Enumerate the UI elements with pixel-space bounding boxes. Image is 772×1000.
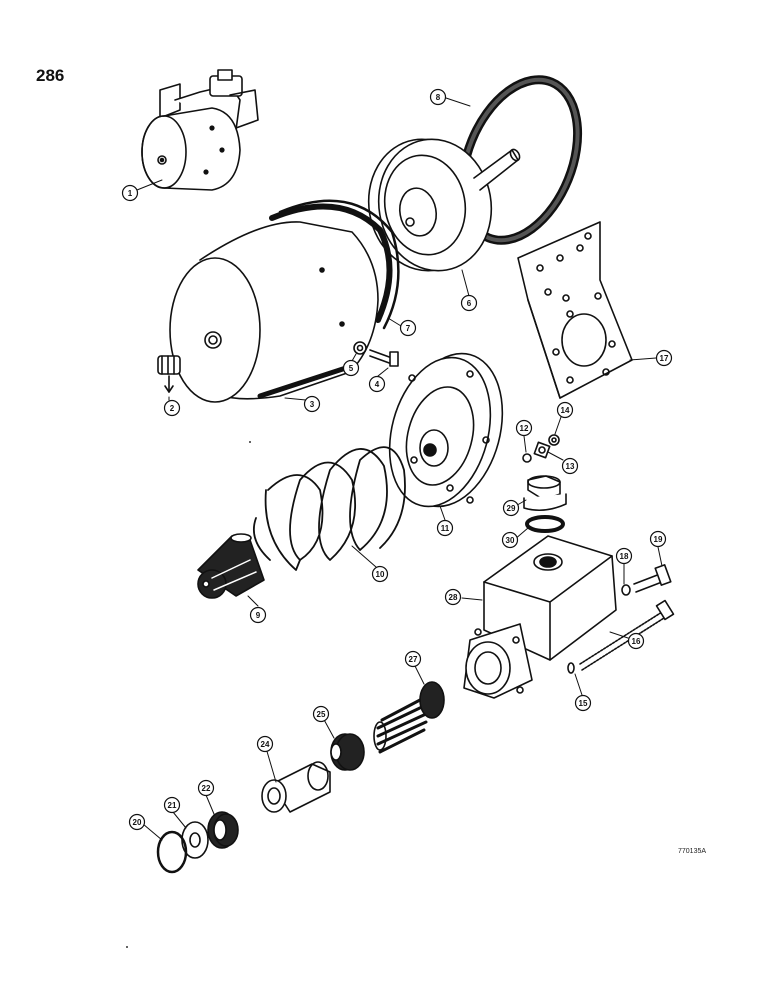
bolt-19-part bbox=[621, 564, 672, 596]
callout-19-circle bbox=[649, 530, 667, 548]
plug-part bbox=[157, 355, 181, 393]
booster-assembly-part bbox=[141, 69, 259, 191]
callout-22-label: 22 bbox=[202, 784, 211, 793]
callout-6-label: 6 bbox=[467, 299, 472, 308]
callout-7-label: 7 bbox=[406, 324, 411, 333]
callout-7-circle bbox=[399, 319, 417, 337]
scan-speck bbox=[126, 946, 128, 948]
callout-16-circle bbox=[627, 632, 645, 650]
callout-12-circle bbox=[515, 419, 533, 437]
callout-14-label: 14 bbox=[561, 406, 570, 415]
callout-27-circle bbox=[404, 650, 422, 668]
callout-24-circle bbox=[256, 735, 274, 753]
callout-22-circle bbox=[197, 779, 215, 797]
callout-10-label: 10 bbox=[376, 570, 385, 579]
callout-20-label: 20 bbox=[133, 818, 142, 827]
callout-5-circle bbox=[342, 359, 360, 377]
callout-18-label: 18 bbox=[620, 552, 629, 561]
callout-29-circle bbox=[502, 499, 520, 517]
piston-24-part bbox=[261, 761, 331, 813]
callout-10-circle bbox=[371, 565, 389, 583]
callout-25-circle bbox=[312, 705, 330, 723]
callout-17-label: 17 bbox=[660, 354, 669, 363]
callout-12-label: 12 bbox=[520, 424, 529, 433]
coil-spring-part bbox=[252, 446, 406, 571]
callout-2-label: 2 bbox=[170, 404, 175, 413]
callout-8-circle bbox=[429, 88, 447, 106]
callout-21-label: 21 bbox=[168, 801, 177, 810]
mounting-bracket-part bbox=[517, 221, 633, 399]
callout-21-circle bbox=[163, 796, 181, 814]
diaphragm-ring-part bbox=[457, 75, 583, 245]
seal-22-part bbox=[207, 811, 239, 849]
callout-24-label: 24 bbox=[261, 740, 270, 749]
callout-2-circle bbox=[163, 399, 181, 417]
callout-1-circle bbox=[121, 184, 139, 202]
piston-spring-part bbox=[373, 681, 445, 754]
end-housing-part bbox=[388, 352, 504, 508]
snap-ring-20-part bbox=[156, 830, 188, 874]
callout-14-circle bbox=[556, 401, 574, 419]
callout-17-circle bbox=[655, 349, 673, 367]
filler-cap-part bbox=[523, 475, 567, 512]
long-bolt-16-part bbox=[567, 599, 675, 674]
callout-15-label: 15 bbox=[579, 699, 588, 708]
cylinder-seal-part bbox=[269, 199, 400, 330]
callout-labels: 1 2 3 4 5 6 7 8 9 10 11 12 13 14 15 16 1… bbox=[128, 93, 669, 827]
cup-seal-25-part bbox=[330, 733, 365, 771]
callout-28-circle bbox=[444, 588, 462, 606]
callout-5-label: 5 bbox=[349, 364, 354, 373]
page-number: 286 bbox=[36, 66, 65, 85]
callout-27-label: 27 bbox=[409, 655, 418, 664]
drawing-code: 770135A bbox=[678, 848, 707, 855]
master-cylinder-body-part bbox=[463, 535, 617, 699]
callout-30-circle bbox=[501, 531, 519, 549]
gasket-part bbox=[525, 515, 565, 533]
cylinder-shell-part bbox=[169, 221, 379, 403]
callout-4-circle bbox=[368, 375, 386, 393]
callout-11-label: 11 bbox=[441, 524, 450, 533]
callout-9-circle bbox=[249, 606, 267, 624]
callout-13-circle bbox=[561, 457, 579, 475]
callout-30-label: 30 bbox=[506, 536, 515, 545]
callout-28-label: 28 bbox=[449, 593, 458, 602]
callout-1-label: 1 bbox=[128, 189, 133, 198]
callout-9-label: 9 bbox=[256, 611, 261, 620]
piston-plate-part bbox=[367, 138, 521, 272]
callout-4-label: 4 bbox=[375, 380, 380, 389]
callout-13-label: 13 bbox=[566, 462, 575, 471]
callout-8-label: 8 bbox=[436, 93, 441, 102]
callout-3-label: 3 bbox=[310, 400, 315, 409]
callout-circles bbox=[121, 88, 673, 831]
callout-19-label: 19 bbox=[654, 535, 663, 544]
callout-11-circle bbox=[436, 519, 454, 537]
small-fasteners-part bbox=[522, 434, 560, 463]
callout-29-label: 29 bbox=[507, 504, 516, 513]
callout-16-label: 16 bbox=[632, 637, 641, 646]
callout-15-circle bbox=[574, 694, 592, 712]
callout-20-circle bbox=[128, 813, 146, 831]
scan-speck bbox=[249, 441, 251, 443]
callout-3-circle bbox=[303, 395, 321, 413]
washer-and-bolt-part bbox=[353, 341, 399, 367]
rubber-boot-part bbox=[197, 533, 265, 599]
callout-6-circle bbox=[460, 294, 478, 312]
callout-18-circle bbox=[615, 547, 633, 565]
callout-25-label: 25 bbox=[317, 710, 326, 719]
